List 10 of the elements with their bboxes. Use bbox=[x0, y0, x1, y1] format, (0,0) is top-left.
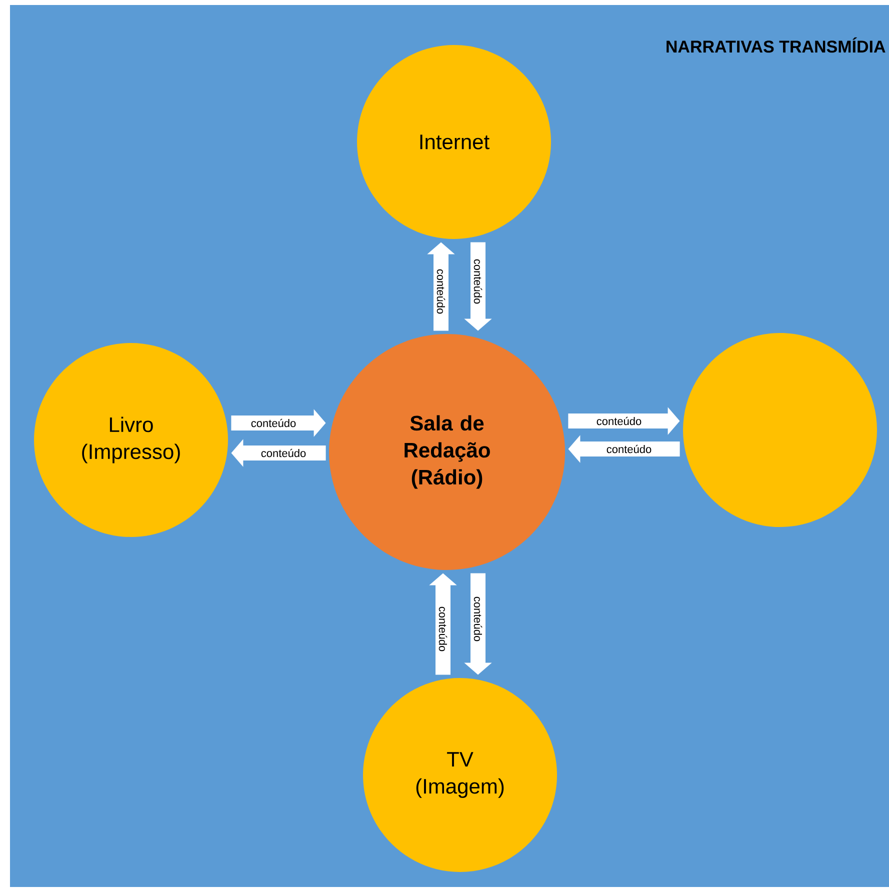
edge-label: conteúdo bbox=[436, 269, 446, 314]
title: NARRATIVAS TRANSMÍDIA bbox=[666, 37, 886, 53]
edge-label: conteúdo bbox=[261, 448, 306, 458]
edge-label: conteúdo bbox=[596, 416, 642, 426]
edge-label: conteúdo bbox=[438, 606, 448, 652]
edge-label: conteúdo bbox=[606, 444, 652, 454]
edge-label: conteúdo bbox=[474, 259, 482, 304]
edge-label: conteúdo bbox=[474, 596, 482, 642]
circle bbox=[683, 333, 877, 527]
edge-label: conteúdo bbox=[251, 418, 296, 428]
